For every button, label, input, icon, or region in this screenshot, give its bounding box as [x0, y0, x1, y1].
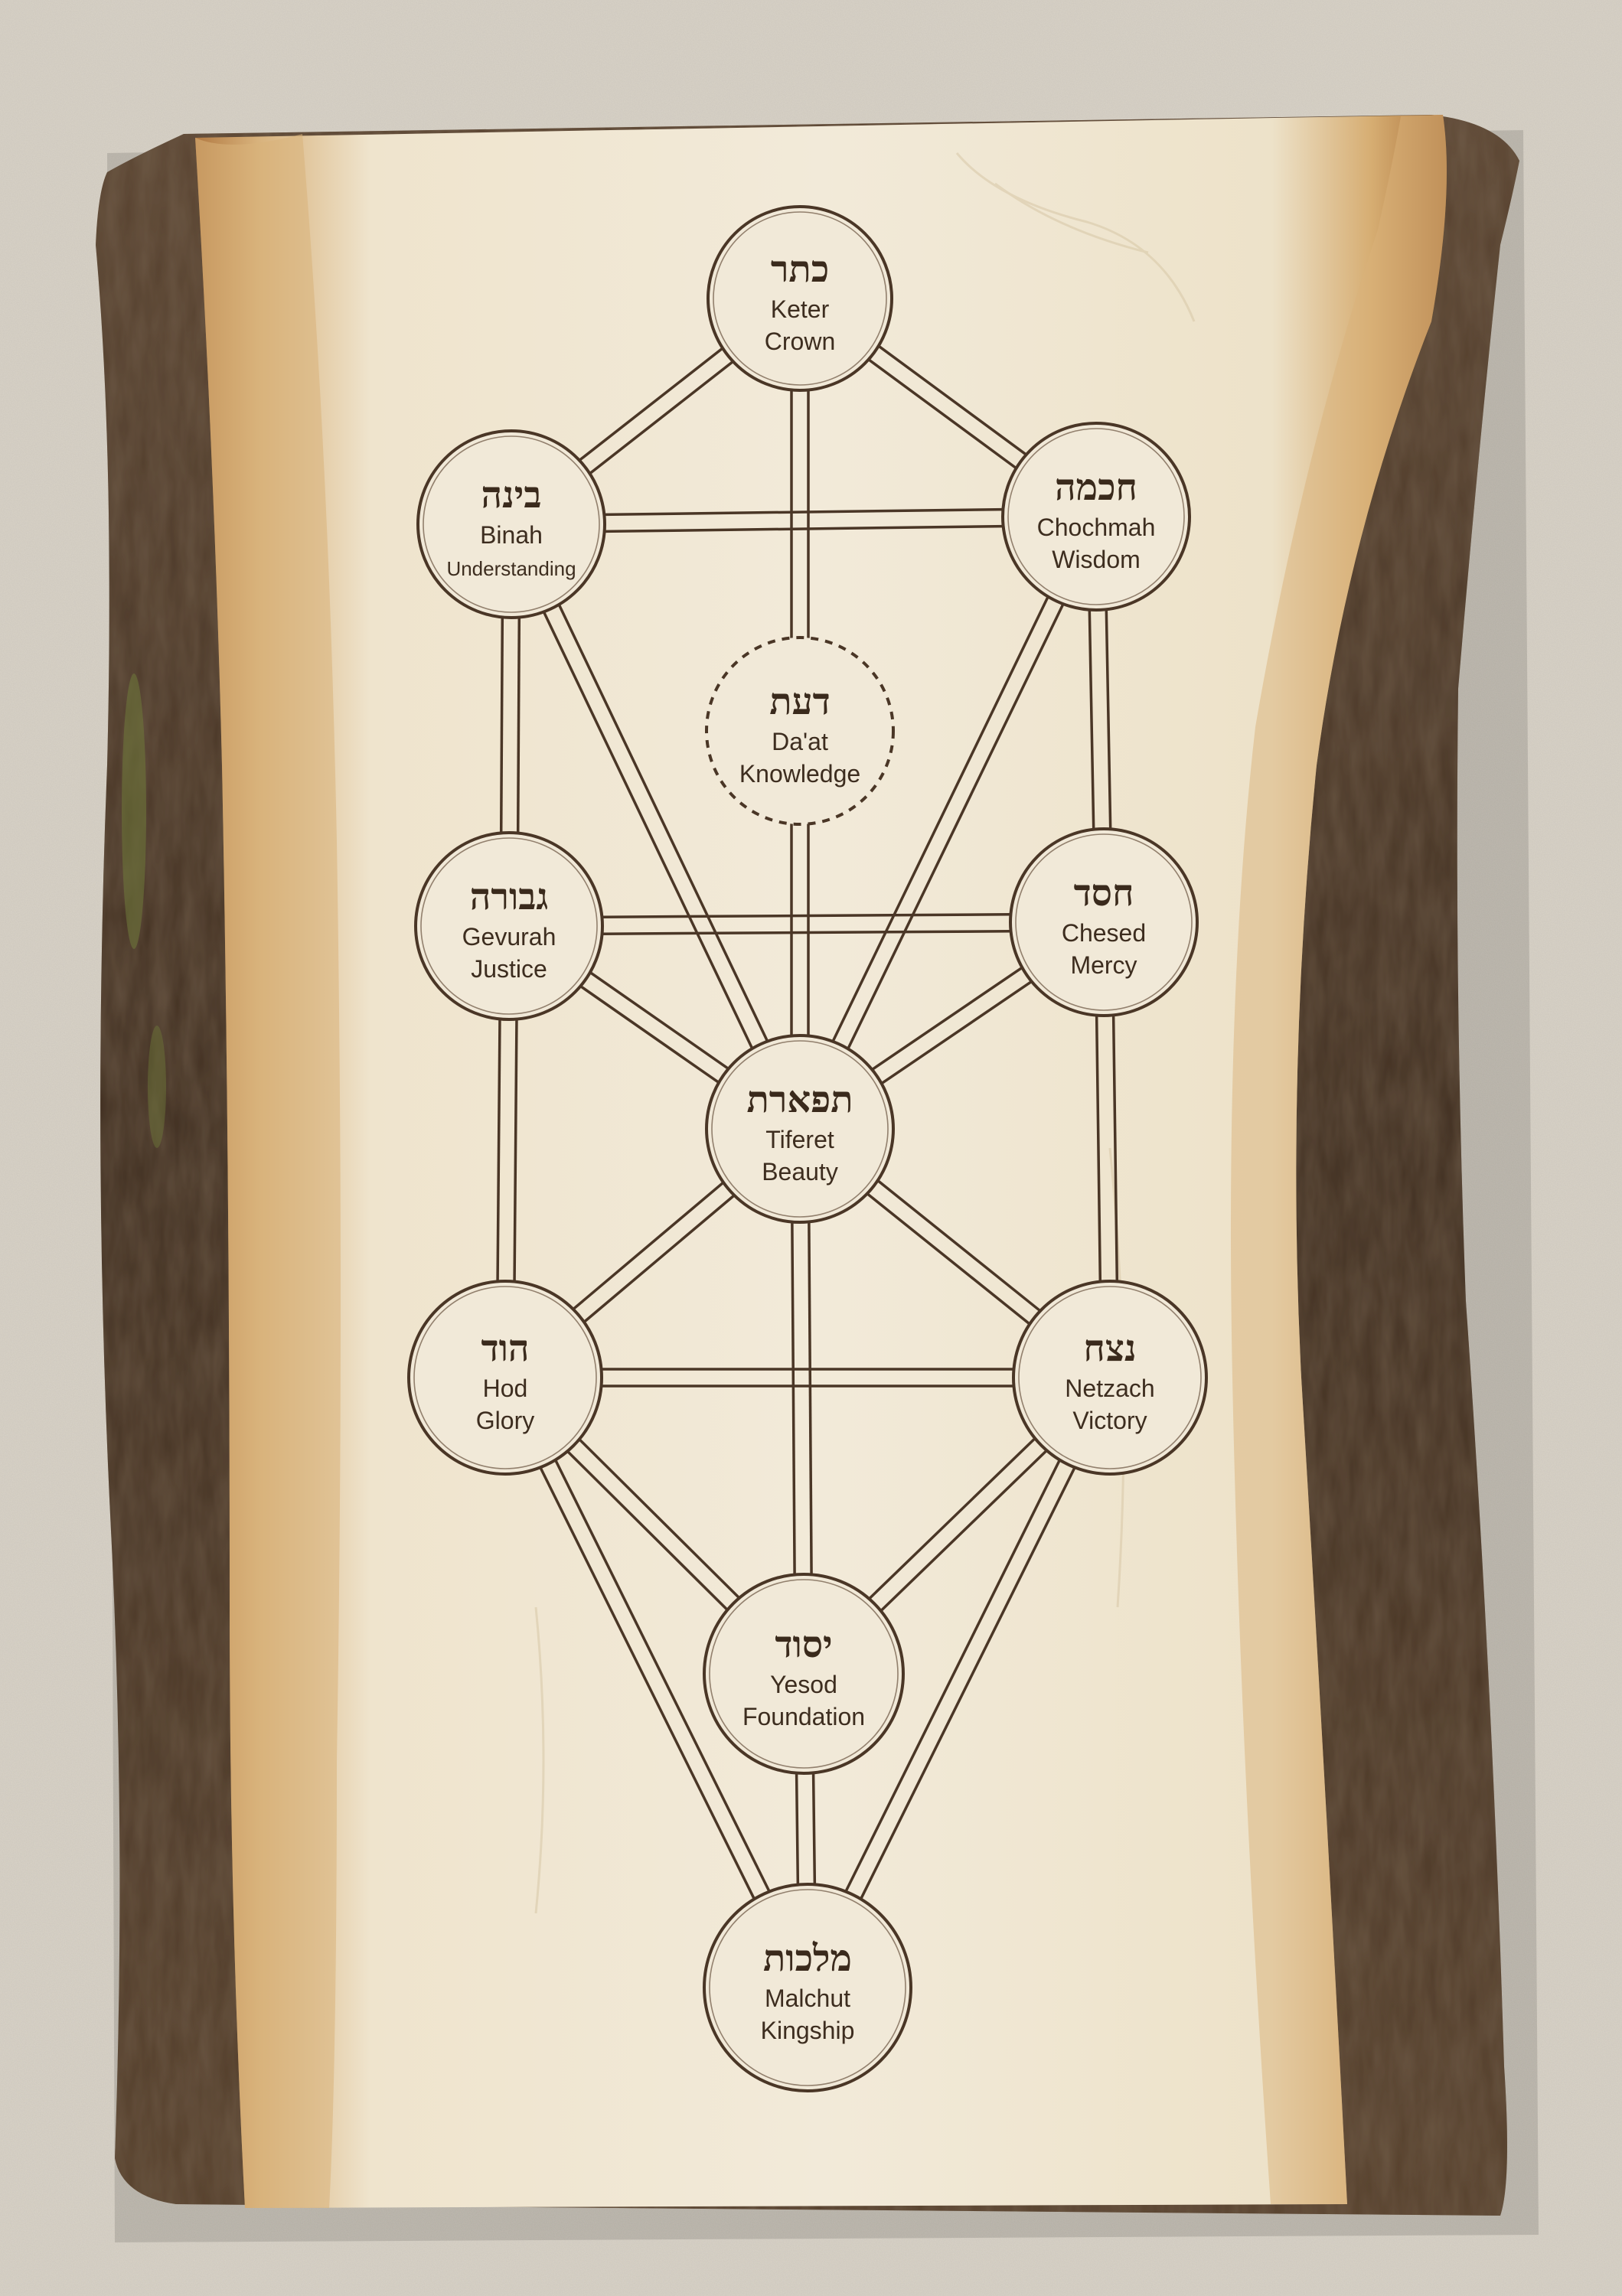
sefirah-hebrew: כתר: [771, 248, 829, 291]
path-netzach-malchut: [844, 1459, 1076, 1900]
sefirah-circle: [416, 429, 606, 619]
path-netzach-yesod: [868, 1437, 1048, 1612]
sefirah-meaning: Victory: [1072, 1407, 1147, 1434]
sefirah-meaning: Understanding: [446, 557, 576, 580]
sefirah-hebrew: חכמה: [1055, 466, 1137, 509]
path-chochmah-tiferet: [831, 596, 1065, 1049]
sefirah-name: Malchut: [765, 1985, 850, 2012]
sefirah-circle: [703, 1883, 912, 2092]
sefirah-meaning: Foundation: [742, 1703, 865, 1730]
sefirah-name: Gevurah: [462, 923, 556, 951]
path-tiferet-yesod: [791, 1221, 813, 1575]
path-keter-binah: [579, 347, 734, 475]
sapwood-left: [195, 134, 341, 2208]
sefirah-hebrew: הוד: [481, 1327, 530, 1370]
path-chochmah-chesed: [1088, 609, 1112, 830]
sefirah-inner-ring: [420, 837, 598, 1015]
sefirah-inner-ring: [1015, 833, 1193, 1011]
sefirah-circle: [703, 1573, 905, 1775]
path-tiferet-hod: [573, 1181, 735, 1323]
path-hod-yesod: [566, 1438, 740, 1611]
sefirah-circle: [705, 636, 895, 826]
sefirah-inner-ring: [1007, 428, 1185, 605]
sefirah-meaning: Wisdom: [1052, 546, 1141, 573]
sefirah-inner-ring: [1018, 1286, 1202, 1469]
sefirah-inner-ring: [413, 1286, 597, 1469]
sefirah-hebrew: תפארת: [746, 1078, 853, 1121]
sefirah-hebrew: גבורה: [470, 876, 548, 918]
sefirah-name: Da'at: [772, 728, 828, 755]
sefirah-name: Netzach: [1065, 1375, 1154, 1402]
sapwood-right: [1231, 115, 1447, 2204]
sefirah-hebrew: דעת: [769, 680, 831, 723]
sefirah-meaning: Kingship: [761, 2017, 855, 2044]
path-binah-chochmah: [604, 507, 1004, 533]
sefirah-inner-ring: [709, 1579, 899, 1769]
sefirah-circle: [1009, 827, 1199, 1017]
sefirah-name: Binah: [480, 521, 543, 549]
moss-patch: [122, 673, 146, 949]
sefirah-hebrew: חסד: [1074, 872, 1134, 915]
sefirah-meaning: Glory: [476, 1407, 534, 1434]
moss-patch: [148, 1026, 166, 1148]
sefirah-circle: [1012, 1280, 1208, 1476]
sefirah-name: Chochmah: [1037, 514, 1156, 541]
sefirah-circle: [707, 205, 893, 392]
sefirah-inner-ring: [711, 1040, 889, 1218]
sefirah-circle: [705, 1034, 895, 1224]
path-binah-tiferet: [543, 604, 769, 1049]
sefirah-hebrew: יסוד: [775, 1623, 832, 1666]
sefirah-meaning: Justice: [471, 955, 547, 983]
sefirah-circle: [414, 831, 604, 1021]
path-gevurah-chesed: [602, 913, 1011, 935]
sefirah-meaning: Knowledge: [739, 760, 860, 788]
sefirah-name: Yesod: [770, 1671, 837, 1698]
path-gevurah-hod: [496, 1019, 518, 1282]
sefirah-meaning: Crown: [765, 328, 835, 355]
path-chesed-netzach: [1095, 1015, 1119, 1282]
sefirah-circle: [407, 1280, 603, 1476]
sefirah-inner-ring: [709, 1889, 906, 2086]
sefirah-name: Chesed: [1062, 919, 1146, 947]
path-tiferet-netzach: [866, 1179, 1041, 1326]
sefirah-name: Keter: [771, 295, 830, 323]
sefirah-inner-ring: [713, 211, 887, 386]
path-chesed-tiferet: [871, 967, 1033, 1084]
path-binah-gevurah: [499, 617, 521, 833]
path-yesod-malchut: [795, 1773, 817, 1885]
path-keter-chochmah: [868, 344, 1027, 469]
sefirah-meaning: Mercy: [1070, 951, 1137, 979]
sefirah-name: Hod: [483, 1375, 528, 1402]
path-gevurah-tiferet: [579, 971, 729, 1084]
sefirah-name: Tiferet: [765, 1126, 834, 1153]
sefirah-meaning: Beauty: [762, 1158, 838, 1186]
path-hod-netzach: [602, 1368, 1013, 1388]
sefirah-circle: [1001, 422, 1191, 612]
sefirah-hebrew: בינה: [481, 474, 542, 517]
path-hod-malchut: [539, 1459, 771, 1900]
sefirah-hebrew: נצח: [1083, 1327, 1136, 1370]
sefirah-hebrew: מלכות: [763, 1937, 852, 1980]
sefirah-inner-ring: [423, 435, 600, 613]
